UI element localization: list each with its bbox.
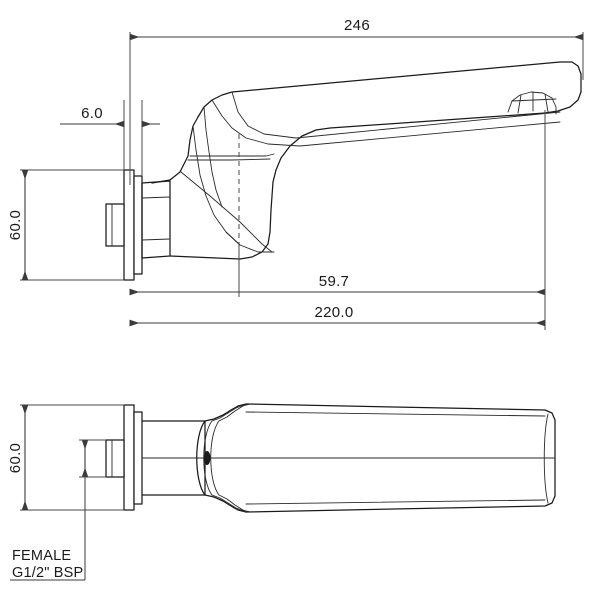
plan-collar-bottom-a [204, 494, 247, 513]
plan-dim-label-60: 60.0 [7, 443, 24, 473]
plan-barrel-top [245, 403, 556, 421]
spout-riser-crease-a [203, 106, 223, 208]
dim-label-6: 6.0 [81, 105, 103, 122]
plan-wall-flange-step [133, 411, 143, 505]
aerator-detail [507, 91, 557, 115]
plan-collar-top-b [211, 404, 245, 422]
note-bsp-label: G1/2" BSP [12, 565, 83, 581]
plan-collar-bottom-c [218, 494, 251, 513]
spout-arm-lower-profile [272, 112, 546, 183]
wall-flange-assembly [105, 169, 171, 281]
dim-label-220: 220.0 [314, 304, 353, 321]
plan-barrel-bottom [245, 495, 556, 513]
plan-view [105, 403, 556, 513]
stub-crease-top [141, 196, 171, 199]
dim-label-597: 59.7 [319, 273, 349, 290]
plan-barrel-highlight-top [245, 411, 546, 417]
plan-view-dimensions: 60.0 FEMALE G1/2" BSP [7, 404, 124, 581]
plan-inlet-boss [105, 439, 125, 478]
note-female-label: FEMALE [12, 548, 71, 564]
wall-flange-step [133, 175, 143, 275]
inlet-boss [105, 203, 125, 247]
stub-crease-bottom [141, 238, 171, 241]
side-elevation-view [105, 61, 582, 281]
plan-collar-pip [203, 451, 211, 465]
plan-collar-bottom-b [211, 494, 245, 512]
side-elevation-dimensions: 246 6.0 60.0 59.7 220.0 [7, 17, 584, 330]
flange-to-body-stub [141, 180, 171, 259]
spout-tip-end [544, 91, 582, 114]
spout-parting-line-b [187, 158, 271, 161]
spout-diagonal-crease [180, 171, 273, 253]
aerator-arc [511, 98, 557, 102]
spout-upper-crease-a [211, 99, 561, 147]
spout-body-bottom [169, 255, 241, 260]
aerator-rib-1 [517, 94, 522, 114]
spout-riser-front [239, 181, 274, 260]
plan-barrel-highlight-bottom [245, 499, 546, 505]
aerator-rib-3 [544, 93, 549, 113]
plan-wall-flange-plate [123, 404, 135, 511]
dim-label-60-vertical: 60.0 [7, 210, 24, 240]
spout-parting-line [189, 153, 275, 157]
plan-collar-top-c [218, 403, 251, 422]
spout-upper-profile [197, 61, 582, 118]
plan-barrel-end-arc [543, 413, 549, 504]
wall-flange-plate [123, 169, 135, 281]
spout-riser-crease-c [225, 231, 275, 253]
spout-body-outline [151, 61, 582, 260]
spout-upper-crease-b [231, 91, 561, 139]
plan-collar-top-a [204, 403, 247, 422]
aerator-dome [507, 91, 557, 115]
dim-label-246: 246 [344, 17, 370, 34]
